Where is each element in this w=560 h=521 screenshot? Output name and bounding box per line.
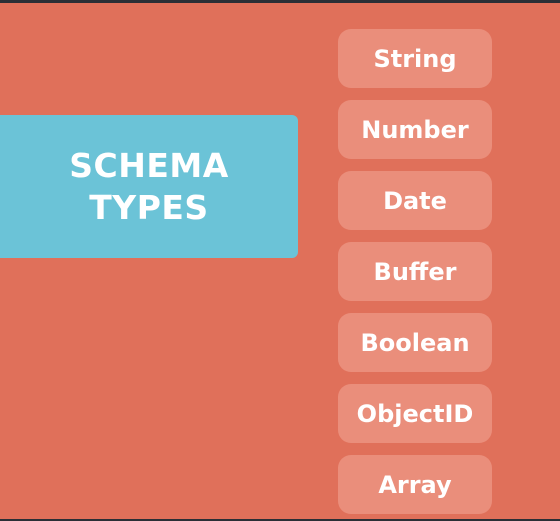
schema-types-title-box: SCHEMA TYPES [0, 115, 298, 258]
type-label: Array [378, 470, 452, 499]
type-label: Date [383, 186, 447, 215]
type-label: Buffer [373, 257, 457, 286]
type-array: Array [338, 455, 492, 514]
bottom-border [0, 519, 560, 521]
type-boolean: Boolean [338, 313, 492, 372]
type-label: String [373, 44, 457, 73]
type-date: Date [338, 171, 492, 230]
type-label: ObjectID [356, 399, 474, 428]
type-objectid: ObjectID [338, 384, 492, 443]
type-label: Boolean [360, 328, 470, 357]
type-label: Number [361, 115, 469, 144]
schema-types-title: SCHEMA TYPES [69, 145, 229, 227]
schema-types-list: String Number Date Buffer Boolean Object… [338, 29, 492, 514]
type-number: Number [338, 100, 492, 159]
type-buffer: Buffer [338, 242, 492, 301]
type-string: String [338, 29, 492, 88]
top-border [0, 0, 560, 3]
